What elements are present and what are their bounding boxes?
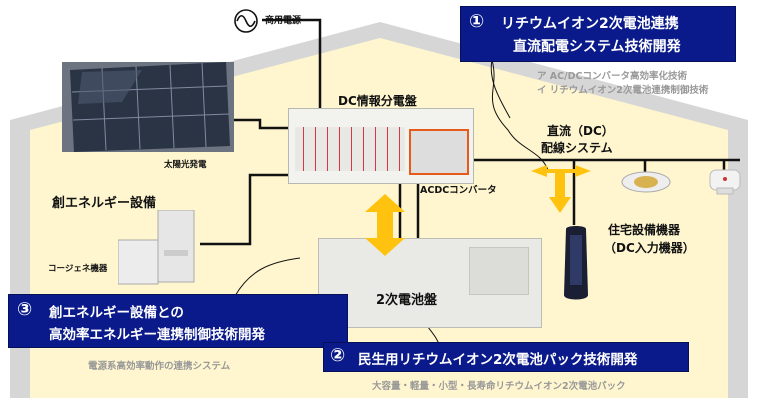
dc-panel-label: DC情報分電盤: [338, 94, 417, 108]
theme1-title-line2: 直流配電システム技術開発: [513, 39, 681, 55]
ceiling-light-image: [621, 171, 671, 193]
converter-label: ACDCコンバータ: [420, 185, 497, 196]
grid-source-label: 商用電源: [265, 16, 302, 26]
theme3-box: ③ 創エネルギー設備との 高効率エネルギー連携制御技術開発: [8, 294, 348, 348]
theme1-sub1: ア AC/DCコンバータ高効率化技術: [537, 71, 687, 82]
theme1-number: ①: [469, 11, 485, 32]
acdc-converter-unit: [409, 129, 469, 175]
home-devices-label-2: （DC入力機器）: [604, 241, 695, 255]
cogen-label: コージェネ機器: [48, 264, 108, 274]
cogeneration-unit-image: [118, 210, 195, 285]
ac-source-icon: [234, 9, 258, 33]
theme3-number: ③: [17, 299, 33, 320]
theme2-box: ② 民生用リチウムイオン2次電池パック技術開発: [323, 342, 689, 372]
theme2-number: ②: [330, 345, 346, 366]
theme3-sub: 電源系高効率動作の連携システム: [88, 361, 231, 372]
battery-panel-label: 2次電池盤: [376, 293, 438, 308]
dc-wiring-label-1: 直流（DC）: [547, 124, 614, 138]
solar-panel-image: [62, 62, 234, 152]
theme1-box: ① リチウムイオン2次電池連携 直流配電システム技術開発: [460, 6, 736, 62]
theme3-title-line1: 創エネルギー設備との: [49, 305, 184, 321]
solar-label: 太陽光発電: [164, 160, 207, 170]
generation-label: 創エネルギー設備: [52, 196, 157, 211]
theme1-title-line1: リチウムイオン2次電池連携: [501, 16, 679, 32]
theme2-sub: 大容量・軽量・小型・長寿命リチウムイオン2次電池パック: [372, 381, 626, 392]
dc-branch-arrow-icon: [531, 165, 591, 213]
theme3-title-line2: 高効率エネルギー連携制御技術開発: [49, 327, 265, 343]
bidirectional-arrow-icon: [365, 194, 405, 256]
home-devices-label-1: 住宅設備機器: [608, 223, 681, 237]
battery-panel-unit: [318, 238, 542, 328]
dc-panel-board: [288, 108, 474, 184]
router-device-image: [564, 226, 588, 300]
theme2-title: 民生用リチウムイオン2次電池パック技術開発: [358, 352, 638, 368]
dc-wiring-label-2: 配線システム: [541, 141, 613, 155]
theme1-sub2: イ リチウムイオン2次電池連携制御技術: [537, 85, 709, 96]
detector-image: [709, 169, 741, 195]
